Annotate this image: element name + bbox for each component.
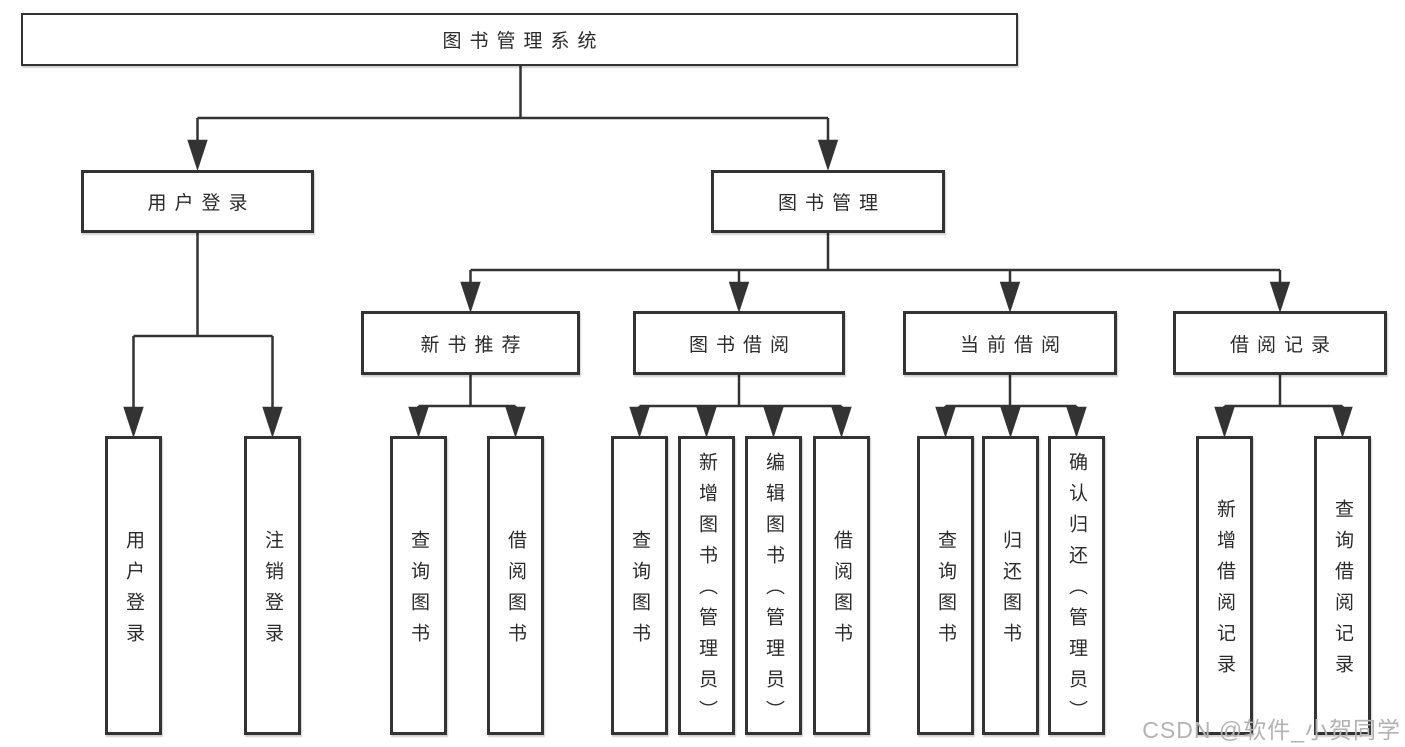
node-label: 图书借阅 bbox=[688, 334, 797, 356]
leaf-confirm-return-admin: 确认归还（管理员） bbox=[1048, 436, 1105, 735]
node-borrow-records: 借阅记录 bbox=[1173, 311, 1387, 375]
leaf-borrow-books-recommend: 借阅图书 bbox=[487, 436, 544, 735]
node-label: 用户登录 bbox=[123, 529, 144, 654]
leaf-return-books: 归还图书 bbox=[982, 436, 1039, 735]
node-label: 归还图书 bbox=[1000, 529, 1021, 654]
node-book-borrow: 图书借阅 bbox=[633, 311, 845, 375]
node-label: 图书管理系统 bbox=[442, 31, 605, 52]
node-label: 借阅图书 bbox=[831, 529, 852, 654]
leaf-add-borrow-record: 新增借阅记录 bbox=[1196, 436, 1253, 735]
leaf-query-books-current: 查询图书 bbox=[917, 436, 974, 735]
node-book-management: 图书管理 bbox=[711, 170, 945, 233]
node-label: 新书推荐 bbox=[420, 334, 529, 356]
node-label: 用户登录 bbox=[147, 193, 256, 214]
node-label: 借阅图书 bbox=[505, 529, 526, 654]
leaf-borrow-books: 借阅图书 bbox=[813, 436, 870, 735]
node-label: 查询图书 bbox=[629, 529, 650, 654]
leaf-user-login: 用户登录 bbox=[105, 436, 162, 735]
node-label: 查询借阅记录 bbox=[1332, 498, 1353, 685]
connector-current-borrow-to-leaves bbox=[935, 375, 1087, 439]
node-label: 当前借阅 bbox=[959, 334, 1068, 356]
node-user-login: 用户登录 bbox=[81, 170, 314, 233]
leaf-query-books-borrow: 查询图书 bbox=[611, 436, 668, 735]
node-current-borrow: 当前借阅 bbox=[903, 311, 1117, 375]
node-label: 查询图书 bbox=[408, 529, 429, 654]
leaf-query-books-recommend: 查询图书 bbox=[390, 436, 447, 735]
leaf-query-borrow-record: 查询借阅记录 bbox=[1314, 436, 1371, 735]
node-label: 确认归还（管理员） bbox=[1066, 452, 1087, 731]
node-label: 新增图书（管理员） bbox=[696, 452, 717, 731]
connector-book-borrow-to-leaves bbox=[629, 375, 852, 439]
connector-borrow-records-to-leaves bbox=[1214, 375, 1353, 439]
csdn-watermark: CSDN @软件_小贺同学 bbox=[1142, 717, 1401, 743]
node-library-management-system: 图书管理系统 bbox=[21, 13, 1018, 66]
connector-root-to-level2 bbox=[187, 66, 839, 172]
leaf-edit-book-admin: 编辑图书（管理员） bbox=[745, 436, 802, 735]
connector-book-management-to-level3 bbox=[460, 233, 1291, 314]
connector-user-login-to-leaves bbox=[123, 233, 283, 439]
connector-new-book-to-leaves bbox=[408, 375, 526, 439]
node-label: 查询图书 bbox=[935, 529, 956, 654]
node-label: 图书管理 bbox=[777, 193, 886, 214]
node-label: 借阅记录 bbox=[1229, 334, 1338, 356]
leaf-add-book-admin: 新增图书（管理员） bbox=[678, 436, 735, 735]
node-new-book-recommend: 新书推荐 bbox=[361, 311, 580, 375]
node-label: 注销登录 bbox=[262, 529, 283, 654]
leaf-logout: 注销登录 bbox=[244, 436, 301, 735]
node-label: 新增借阅记录 bbox=[1214, 498, 1235, 685]
node-label: 编辑图书（管理员） bbox=[763, 452, 784, 731]
